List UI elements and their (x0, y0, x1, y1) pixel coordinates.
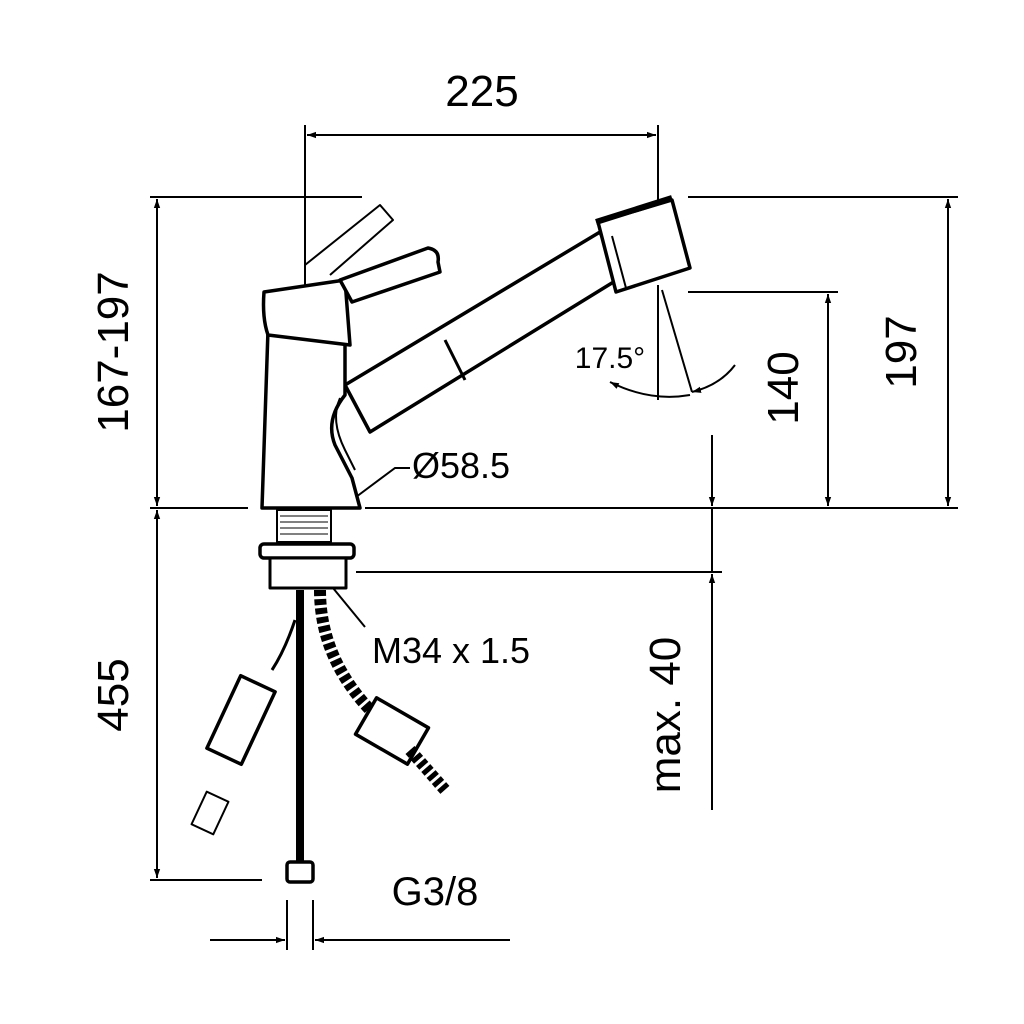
label-total-height: 197 (877, 315, 926, 388)
label-outlet-height: 140 (759, 351, 808, 424)
label-reach: 225 (445, 67, 518, 116)
label-spray-angle: 17.5° (575, 342, 645, 375)
label-height-range: 167-197 (89, 271, 138, 432)
nut (258, 542, 356, 560)
lever (338, 246, 442, 304)
label-max-thickness: max. 40 (641, 637, 690, 794)
connector-left (205, 673, 277, 767)
dimension-lines (150, 125, 958, 950)
spray-head (596, 198, 692, 294)
hose-right (314, 589, 380, 720)
label-thread: M34 x 1.5 (372, 630, 530, 671)
thread (276, 509, 332, 543)
label-connection: G3/8 (392, 870, 479, 914)
handle-cap (261, 278, 352, 347)
hose-fitting (285, 860, 315, 884)
label-hose-length: 455 (89, 658, 138, 731)
faucet-body (190, 195, 692, 884)
faucet-base (260, 328, 362, 510)
connector-right (353, 696, 431, 766)
dimension-labels: 225 167-197 197 140 17.5° Ø58.5 M34 x 1.… (89, 67, 926, 914)
label-base-diameter: Ø58.5 (412, 445, 510, 486)
